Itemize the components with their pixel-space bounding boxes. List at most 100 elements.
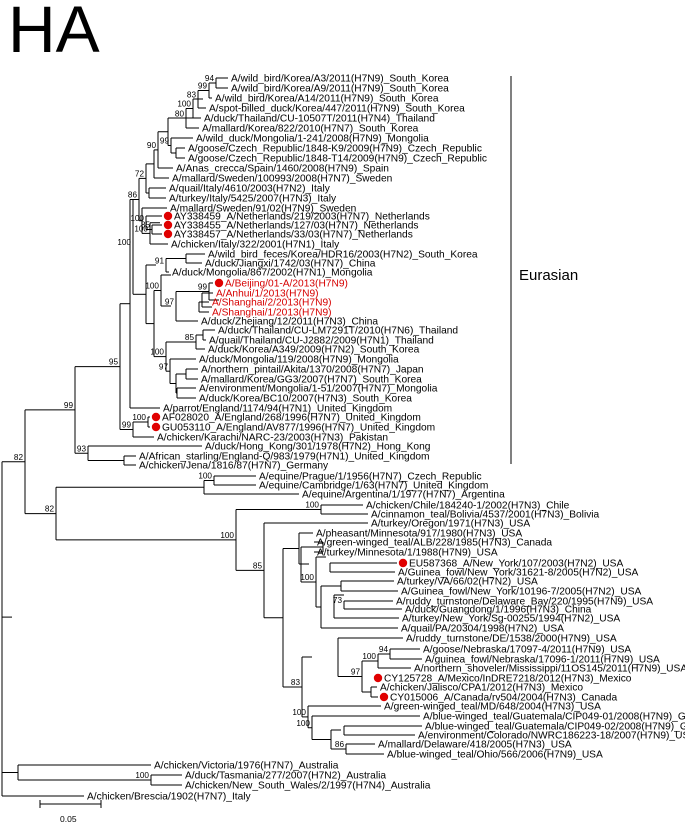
tip-label: A/Guinea_fowl/New_York/10196-7/2005(H7N2… [401, 587, 642, 598]
bootstrap-value: 82 [45, 505, 55, 514]
bootstrap-value: 72 [135, 169, 145, 178]
bootstrap-value: 85 [185, 333, 195, 342]
tip-label: A/northern_shoveler/Mississippi/11OS145/… [414, 664, 685, 675]
bootstrap-value: 85 [141, 221, 151, 230]
tip-label: A/mallard/Delaware/418/2005(H7N3)_USA [378, 740, 572, 751]
sequence-marker-dot [151, 422, 161, 432]
clade-bracket: Eurasian [510, 76, 578, 464]
bootstrap-value: 86 [128, 191, 138, 200]
tip-label: A/goose/Nebraska/17097-4/2011(H7N9)_USA [423, 645, 631, 656]
tip-label: A/chicken/New_South_Wales/2/1997(H7N4)_A… [185, 781, 431, 792]
sequence-marker-dot [163, 229, 173, 239]
bootstrap-value: 93 [77, 444, 87, 453]
tip-label: A/chicken/Jena/1816/87(H7N7)_Germany [139, 461, 329, 472]
tip-label: A/wild_bird/Korea/A9/2011(H7N9)_South_Ko… [231, 84, 449, 95]
scale-bar-label: 0.05 [60, 814, 77, 824]
tip-label: A/equine/Cambridge/1/63(H7N7)_United_Kin… [259, 481, 488, 492]
bootstrap-value: 99 [64, 401, 74, 410]
eurasian-clade-label: Eurasian [519, 267, 578, 284]
tip-label: A/turkey/Italy/5425/2007(H7N3)_Italy [169, 194, 337, 205]
tip-label: A/wild_duck/Mongolia/1-241/2008(H7N9)_Mo… [196, 134, 429, 145]
tip-label: A/environment/Mongolia/1-51/2007(H7N7)_M… [199, 384, 438, 395]
bootstrap-value: 100 [198, 472, 212, 481]
tip-label: A/turkey/VA/66/02(H7N2)_USA [397, 577, 538, 588]
tip-label: CY125728_A/Mexico/InDRE7218/2012(H7N3)_M… [384, 674, 632, 685]
bootstrap-value: 99 [122, 421, 132, 430]
tip-label: A/duck/Korea/A349/2009(H7N2)_South_Korea [208, 345, 420, 356]
bootstrap-value: 99 [160, 137, 170, 146]
tip-label: A/equine/Argentina/1/1977(H7N7)_Argentin… [302, 490, 505, 501]
bootstrap-value: 91 [155, 256, 165, 265]
tip-label: A/duck/Thailand/CU-LM7291T/2010(H7N6)_Th… [218, 326, 458, 337]
tip-label: AY338457_A/Netherlands/33/03(H7N7)_Nethe… [174, 230, 413, 241]
tip-label: A/Beijing/01-A/2013(H7N9) [225, 279, 348, 290]
bootstrap-value: 97 [351, 668, 361, 677]
tip-label: A/African_starling/England-Q/983/1979(H7… [139, 452, 430, 463]
tip-label: A/duck/Thailand/CU-10507T/2011(H7N4)_Tha… [204, 114, 435, 125]
sequence-markers [151, 211, 408, 702]
tip-label: A/mallard/Sweden/91/02(H7N9)_Sweden [170, 204, 356, 215]
tip-label: AY338459_A/Netherlands/219/2003(H7N7)_Ne… [174, 212, 430, 223]
tip-label: A/parrot/England/1174/94(H7N1)_United_Ki… [163, 404, 392, 415]
tip-label: A/blue-winged_teal/Guatemala/CIP049-01/2… [423, 712, 685, 723]
bootstrap-value: 100 [117, 238, 131, 247]
tip-label: A/wild_bird/Korea/A3/2011(H7N9)_South_Ko… [231, 74, 449, 85]
bootstrap-value: 100 [132, 413, 146, 422]
tip-label: A/northern_pintail/Akita/1370/2008(H7N7)… [201, 365, 424, 376]
tip-label: A/spot-billed_duck/Korea/447/2011(H7N9)_… [209, 104, 465, 115]
bootstrap-value: 100 [177, 100, 191, 109]
bootstrap-value: 99 [198, 283, 208, 292]
tip-label: A/turkey/Oregon/1971(H7N3)_USA [371, 519, 530, 530]
tip-label: GU053110_A/England/AV877/1996(H7N7)_Unit… [162, 423, 435, 434]
tip-label: CY015006_A/Canada/rv504/2004(H7N3)_Canad… [390, 693, 617, 704]
bootstrap-value: 100 [362, 652, 376, 661]
bootstrap-value: 100 [134, 224, 148, 233]
tip-label: A/guinea_fowl/Nebraska/17096-1/2011(H7N9… [425, 655, 660, 666]
tip-label: A/chicken/Victoria/1976(H7N7)_Australia [154, 761, 339, 772]
tip-label: A/quail/Italy/4610/2003(H7N2)_Italy [169, 184, 331, 195]
tip-label: A/goose/Czech_Republic/1848-T14/2009(H7N… [188, 154, 487, 165]
bootstrap-value: 100 [300, 573, 314, 582]
sequence-marker-dot [163, 211, 173, 221]
sequence-marker-dot [379, 692, 389, 702]
tip-label: A/duck/Zhejiang/12/2011(H7N3)_China [201, 317, 378, 328]
tip-label: A/chicken/Chile/184240-1/2002(H7N3)_Chil… [366, 501, 570, 512]
tip-label: A/Anas_crecca/Spain/1460/2008(H7N9)_Spai… [176, 164, 389, 175]
bootstrap-value: 80 [175, 109, 185, 118]
tree-branches [1, 77, 422, 797]
bootstrap-value: 85 [253, 561, 263, 570]
bootstrap-value: 73 [333, 596, 343, 605]
tip-label: A/chicken/Italy/322/2001(H7N1)_Italy [171, 240, 340, 251]
tip-label: AY338455_A/Netherlands/127/03(H7N7)_Neth… [174, 221, 418, 232]
tip-label: A/pheasant/Minnesota/917/1980(H7N3)_USA [316, 529, 522, 540]
tip-label: A/goose/Czech_Republic/1848-K9/2009(H7N9… [188, 144, 482, 155]
tip-label: A/equine/Prague/1/1956(H7N7)_Czech_Repub… [259, 472, 482, 483]
tip-label: A/quail/PA/20304/1998(H7N2)_USA [401, 624, 564, 635]
sequence-marker-dot [163, 220, 173, 230]
tip-label: A/Shanghai/1/2013(H7N9) [212, 308, 332, 319]
tip-label: A/wild_bird_feces/Korea/HDR16/2003(H7N2)… [208, 250, 478, 261]
tip-label: AF028020_A/England/268/1996(H7N7)_United… [162, 413, 421, 424]
tip-label: A/ruddy_turnstone/Delaware_Bay/220/1995(… [396, 597, 653, 608]
bootstrap-value: 100 [150, 348, 164, 357]
tip-label: A/duck/Jiangxi/1742/03(H7N7)_China [205, 259, 376, 270]
tip-label: A/turkey/New_York/Sg-00255/1994(H7N2)_US… [402, 614, 620, 625]
sequence-marker-dot [151, 412, 161, 422]
tip-label: A/blue-winged_teal/Guatemala/CIP049-02/2… [425, 722, 685, 733]
tip-label: A/duck/Guangdong/1/1996(H7N3)_China [405, 605, 592, 616]
scale-bar: 0.05 [39, 800, 102, 824]
tip-label: EU587368_A/New_York/107/2003(H7N2)_USA [409, 559, 623, 570]
bootstrap-value: 100 [135, 771, 149, 780]
sequence-marker-dot [398, 558, 408, 568]
tip-label: A/duck/Mongolia/119/2008(H7N9)_Mongolia [199, 355, 399, 366]
bootstrap-value: 100 [296, 719, 310, 728]
tip-label: A/chicken/Jalisco/CPA1/2012(H7N3)_Mexico [380, 683, 583, 694]
bootstrap-value: 94 [205, 74, 215, 83]
figure-title: HA [8, 0, 100, 66]
tip-label: A/green-winged_teal/ALB/228/1985(H7N3)_C… [317, 538, 552, 549]
tip-label: A/cinnamon_teal/Bolivia/4537/2001(H7N3)_… [371, 510, 600, 521]
bootstrap-value: 86 [335, 740, 345, 749]
bootstrap-value: 97 [165, 297, 175, 306]
bootstrap-value: 99 [198, 82, 208, 91]
